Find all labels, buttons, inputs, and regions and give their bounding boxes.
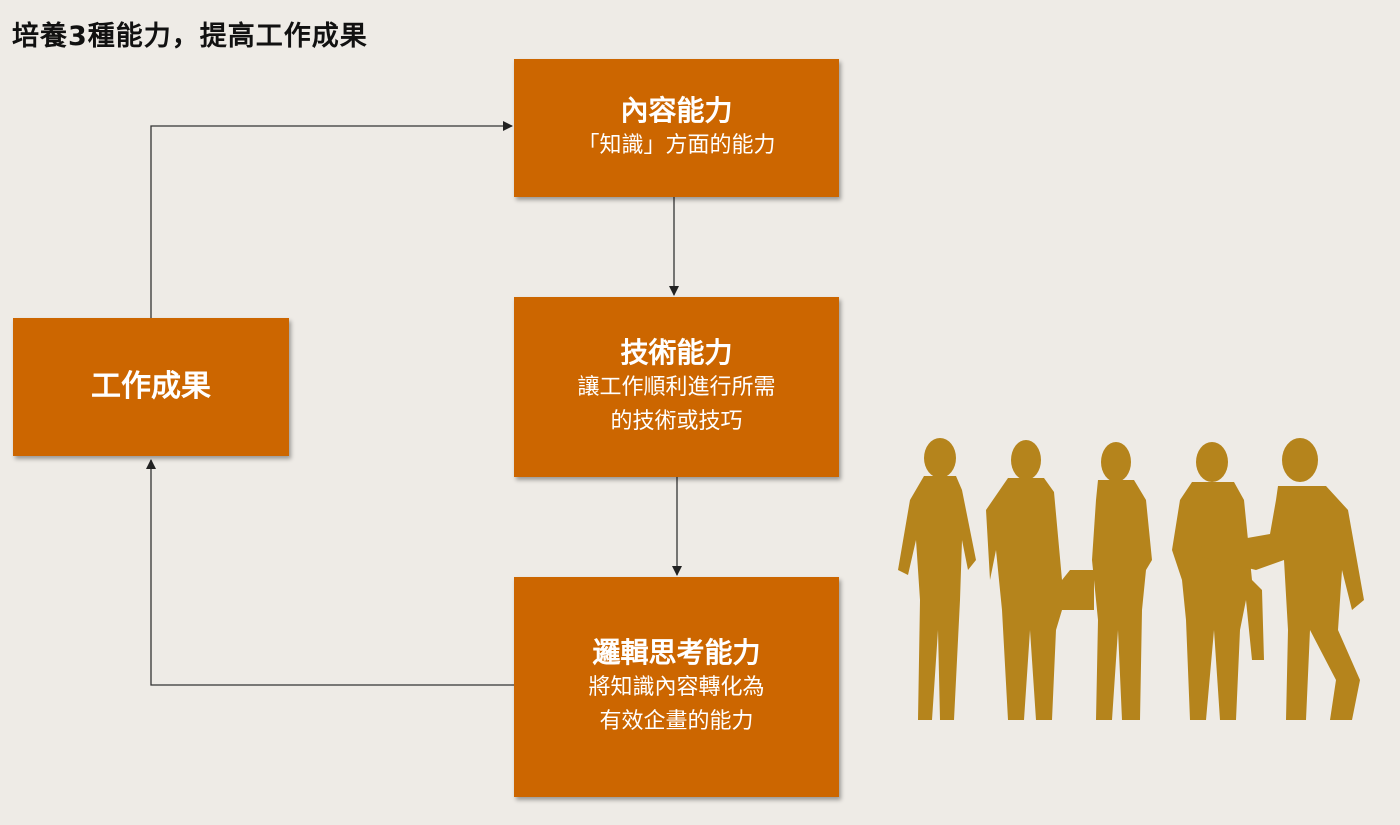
person-silhouette-icon (1198, 438, 1364, 720)
logical-thinking-heading: 邏輯思考能力 (592, 636, 761, 669)
skill-ability-heading: 技術能力 (620, 336, 733, 369)
diagram-title: 培養3種能力，提高工作成果 (12, 21, 368, 52)
logical-thinking-desc-2: 有效企畫的能力 (599, 709, 754, 734)
work-result-heading: 工作成果 (91, 369, 211, 404)
business-people-silhouette-icon (898, 438, 1364, 720)
person-silhouette-icon (898, 438, 976, 720)
logical-thinking-desc-1: 將知識內容轉化為 (588, 675, 765, 700)
skill-ability-desc-1: 讓工作順利進行所需 (577, 375, 776, 400)
work-result-box: 工作成果 (13, 318, 289, 456)
person-silhouette-icon (1172, 442, 1264, 720)
person-silhouette-icon (1092, 442, 1152, 720)
skill-ability-box: 技術能力 讓工作順利進行所需 的技術或技巧 (514, 297, 839, 477)
content-ability-box: 內容能力 「知識」方面的能力 (514, 59, 839, 197)
arrow-logic-to-result (146, 459, 514, 686)
content-ability-heading: 內容能力 (620, 94, 733, 127)
skill-ability-desc-2: 的技術或技巧 (610, 409, 743, 434)
content-ability-desc-1: 「知識」方面的能力 (577, 133, 776, 158)
person-silhouette-icon (986, 440, 1094, 720)
arrow-result-to-content (150, 121, 513, 318)
logical-thinking-box: 邏輯思考能力 將知識內容轉化為 有效企畫的能力 (514, 577, 839, 797)
